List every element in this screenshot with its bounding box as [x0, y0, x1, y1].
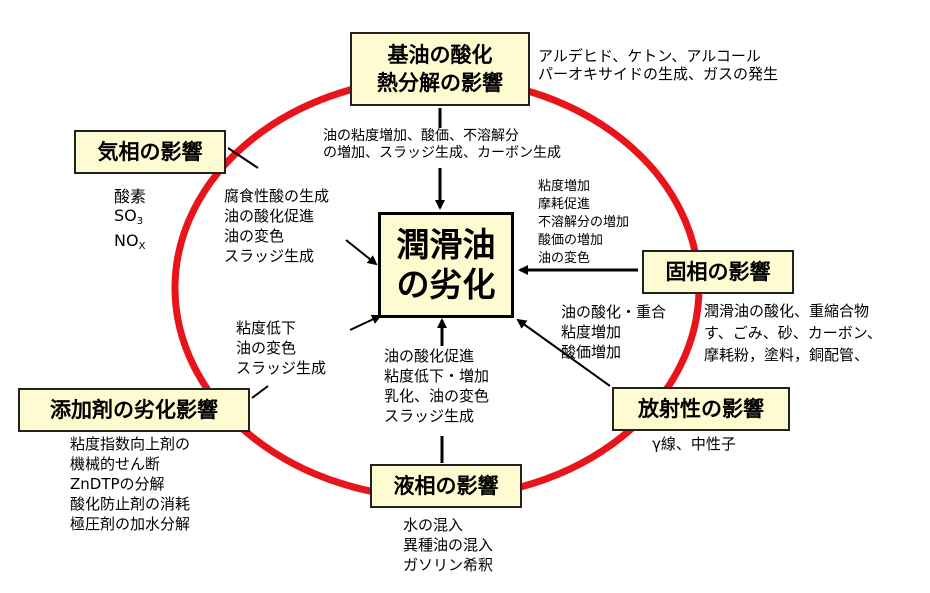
liquid-box: 液相の影響: [370, 464, 522, 508]
oxidation-product: アルデヒド、ケトン、アルコール: [538, 47, 761, 65]
gas-effects: 腐食性酸の生成 油の酸化促進 油の変色 スラッジ生成: [224, 186, 329, 266]
radiation-source: γ線、中性子: [652, 435, 736, 453]
radiation-effect: 粘度増加: [561, 323, 622, 341]
oxidation-title2: 熱分解の影響: [377, 71, 503, 95]
liquid-effect: 油の酸化促進: [384, 347, 475, 365]
additive-effect: スラッジ生成: [236, 359, 327, 377]
radiation-box: 放射性の影響: [612, 387, 790, 431]
additive-effect: 油の変色: [236, 339, 297, 357]
arrow-gas: [227, 147, 259, 169]
solid-source: す、ごみ、砂、カーボン、: [704, 324, 882, 342]
gas-species: 酸素 SO3 NOX: [114, 187, 146, 256]
radiation-effect: 油の酸化・重合: [561, 303, 667, 321]
additive-source: 酸化防止剤の消耗: [70, 495, 191, 513]
liquid-sources: 水の混入 異種油の混入 ガソリン希釈: [403, 515, 493, 575]
oxidation-effect: 油の粘度増加、酸価、不溶解分: [323, 128, 519, 144]
gas-box: 気相の影響: [74, 130, 226, 174]
liquid-source: ガソリン希釈: [403, 556, 494, 574]
additive-box: 添加剤の劣化影響: [18, 388, 250, 432]
solid-title: 固相の影響: [665, 260, 771, 284]
gas-effect: 油の酸化促進: [224, 207, 315, 225]
gas-title: 気相の影響: [97, 140, 203, 164]
additive-title: 添加剤の劣化影響: [50, 398, 218, 422]
center-line1: 潤滑油: [396, 225, 496, 264]
oxidation-products: アルデヒド、ケトン、アルコール パーオキサイドの生成、ガスの発生: [538, 47, 778, 83]
gas-nox: NOX: [114, 231, 146, 256]
oxidation-title1: 基油の酸化: [387, 43, 493, 67]
liquid-effect: 粘度低下・増加: [384, 367, 490, 385]
liquid-source: 異種油の混入: [403, 536, 494, 554]
so-main: SO: [114, 206, 137, 225]
radiation-effect: 酸価増加: [561, 343, 622, 361]
solid-effect: 摩耗促進: [538, 197, 591, 212]
liquid-effect: スラッジ生成: [384, 407, 475, 425]
additive-sources: 粘度指数向上剤の 機械的せん断 ZnDTPの分解 酸化防止剤の消耗 極圧剤の加水…: [70, 434, 190, 534]
no-sub: X: [138, 241, 146, 252]
gas-oxygen: 酸素: [114, 187, 147, 206]
solid-box: 固相の影響: [642, 250, 794, 294]
solid-effect: 不溶解分の増加: [538, 215, 630, 230]
solid-sources: 潤滑油の酸化、重縮合物 す、ごみ、砂、カーボン、 摩耗粉，塗料，銅配管、: [704, 300, 882, 366]
gas-effect: スラッジ生成: [224, 247, 315, 265]
solid-effects: 粘度増加 摩耗促進 不溶解分の増加 酸価の増加 油の変色: [538, 178, 629, 268]
so-sub: 3: [136, 216, 144, 227]
gas-effect: 腐食性酸の生成: [224, 187, 330, 205]
additive-effect: 粘度低下: [236, 319, 297, 337]
oxidation-effect: の増加、スラッジ生成、カーボン生成: [323, 145, 561, 161]
solid-effect: 酸価の増加: [538, 233, 604, 248]
arrow-additive: [251, 385, 269, 399]
additive-effects: 粘度低下 油の変色 スラッジ生成: [236, 318, 326, 378]
solid-effect: 粘度増加: [538, 179, 591, 194]
center-box: 潤滑油 の劣化: [378, 212, 514, 318]
oxidation-box: 基油の酸化 熱分解の影響: [350, 32, 530, 106]
arrow-additive-head: [349, 314, 382, 331]
liquid-title: 液相の影響: [393, 474, 499, 498]
center-line2: の劣化: [396, 265, 496, 304]
gas-so3: SO3: [114, 206, 146, 231]
arrow-radiation: [516, 318, 611, 387]
additive-source: 粘度指数向上剤の: [70, 435, 191, 453]
radiation-sources: γ線、中性子: [652, 435, 736, 453]
no-main: NO: [114, 231, 139, 250]
gas-effect: 油の変色: [224, 227, 285, 245]
additive-source: ZnDTPの分解: [70, 475, 165, 493]
additive-source: 極圧剤の加水分解: [70, 515, 191, 533]
liquid-effects: 油の酸化促進 粘度低下・増加 乳化、油の変色 スラッジ生成: [384, 346, 489, 426]
solid-source: 摩耗粉，塗料，銅配管、: [704, 346, 870, 364]
radiation-effects: 油の酸化・重合 粘度増加 酸価増加: [561, 302, 666, 362]
solid-effect: 油の変色: [538, 251, 591, 266]
oxidation-effects: 油の粘度増加、酸価、不溶解分 の増加、スラッジ生成、カーボン生成: [323, 128, 561, 162]
additive-source: 機械的せん断: [70, 455, 161, 473]
solid-source: 潤滑油の酸化、重縮合物: [704, 302, 870, 320]
liquid-source: 水の混入: [403, 516, 464, 534]
oxidation-product: パーオキサイドの生成、ガスの発生: [538, 65, 779, 83]
arrow-gas-head: [345, 239, 378, 266]
liquid-effect: 乳化、油の変色: [384, 387, 490, 405]
radiation-title: 放射性の影響: [638, 397, 764, 421]
